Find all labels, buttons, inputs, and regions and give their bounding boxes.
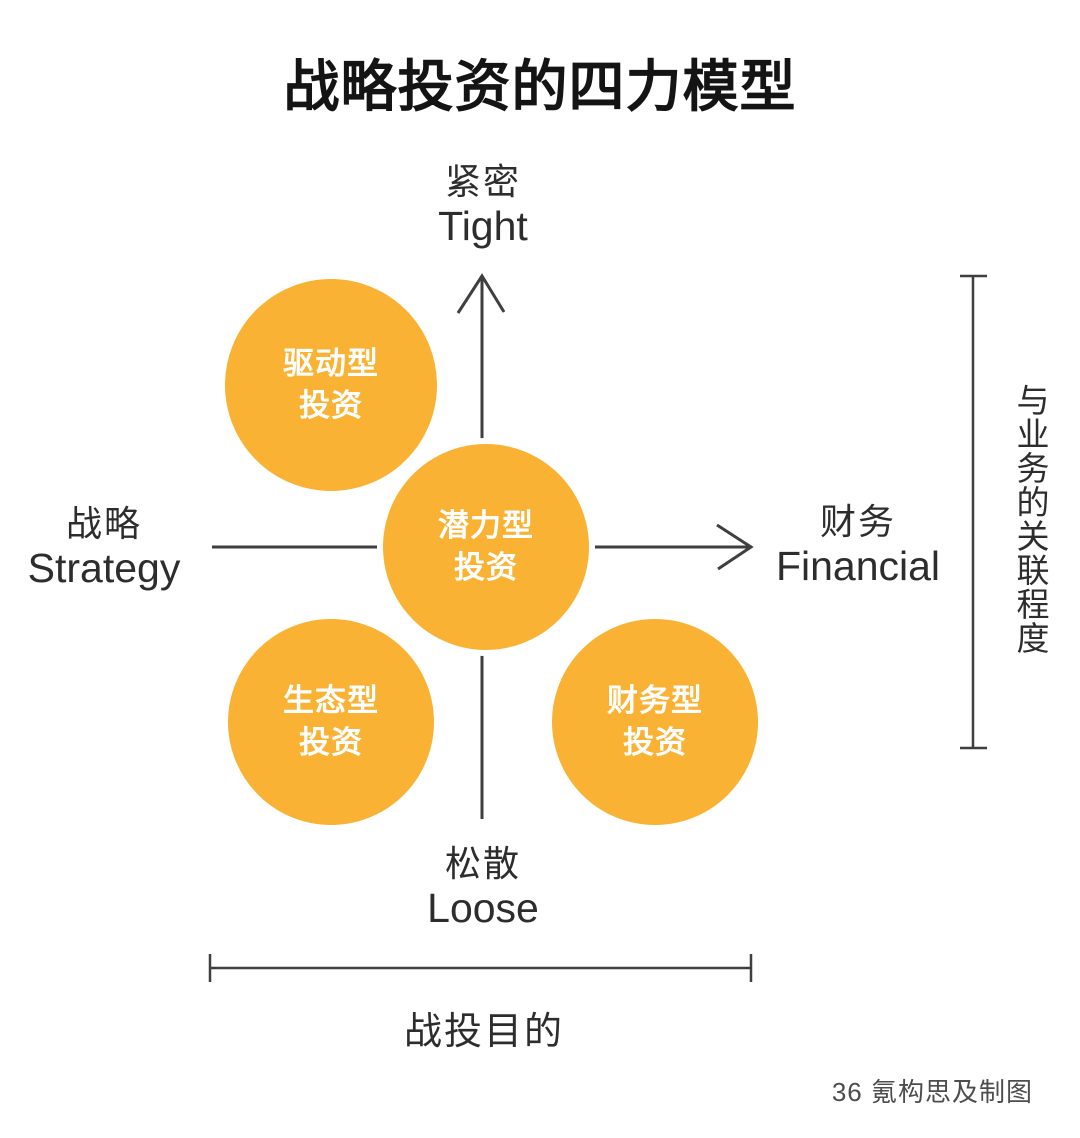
circle-eco-line1: 生态型 (283, 683, 379, 719)
circle-drive-investment: 驱动型 投资 (219, 273, 443, 497)
axis-label-loose-en: Loose (427, 885, 539, 932)
circle-financial-line1: 财务型 (607, 683, 703, 719)
right-range-bracket (960, 274, 987, 750)
axis-label-loose-zh: 松散 (444, 843, 521, 884)
circle-eco-line2: 投资 (299, 725, 363, 760)
right-arrow-icon (716, 523, 754, 571)
bottom-dimension-label: 战投目的 (403, 1011, 565, 1053)
circle-drive-line2: 投资 (299, 388, 363, 423)
circle-potential-line2: 投资 (454, 550, 518, 585)
right-dimension-label: 与业务的关联程度 (1012, 383, 1049, 655)
axis-label-loose: 松散 Loose (427, 842, 539, 932)
bottom-range-bracket (208, 954, 753, 982)
axis-label-strategy-zh: 战略 (65, 503, 143, 544)
axis-label-tight: 紧密 Tight (438, 160, 528, 250)
axis-label-strategy: 战略 Strategy (28, 502, 181, 592)
circle-potential-line1: 潜力型 (438, 508, 534, 544)
axis-label-financial-zh: 财务 (819, 501, 896, 542)
circle-drive-line1: 驱动型 (283, 346, 379, 382)
circle-financial-line2: 投资 (623, 725, 687, 760)
page-title: 战略投资的四力模型 (283, 55, 797, 118)
circle-financial-investment: 财务型 投资 (546, 613, 764, 831)
axis-label-tight-zh: 紧密 (444, 161, 522, 202)
axis-label-tight-en: Tight (438, 203, 528, 250)
axis-label-financial-en: Financial (775, 543, 941, 590)
axis-label-financial: 财务 Financial (776, 500, 940, 590)
axis-label-strategy-en: Strategy (27, 545, 181, 592)
circle-potential-investment: 潜力型 投资 (377, 438, 595, 656)
credit-text: 36 氪构思及制图 (831, 1077, 1033, 1107)
up-arrow-icon (456, 273, 506, 314)
circle-eco-investment: 生态型 投资 (222, 613, 440, 831)
